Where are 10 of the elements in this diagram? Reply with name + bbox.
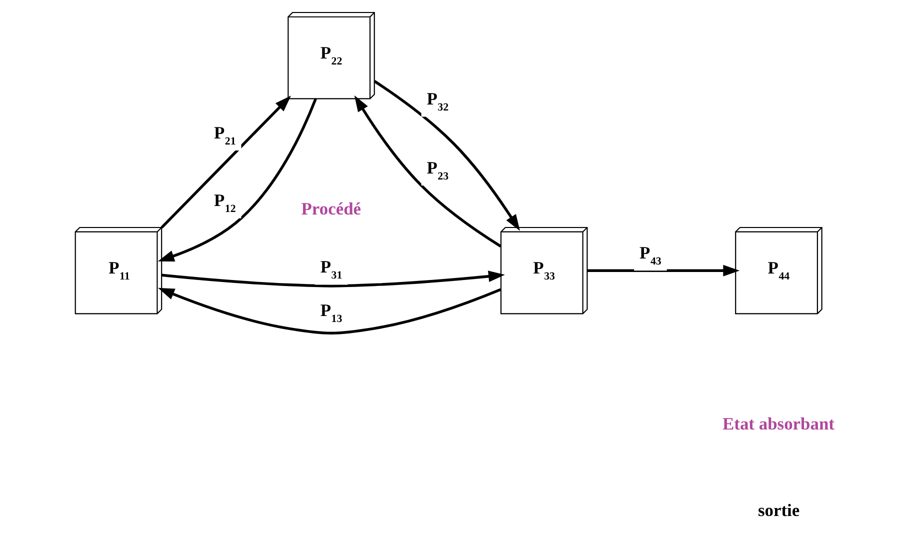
label: Procédé [301,198,362,219]
edge-label: P$_{12}$ [214,190,236,215]
label: sortie [758,500,800,520]
edge-label: P$_{21}$ [214,122,236,148]
edge-label: P$_{13}$ [320,300,342,326]
edge-label: P$_{32}$ [426,88,449,114]
edge-label: P$_{31}$ [320,256,342,282]
edge-label: P$_{23}$ [426,157,449,182]
label: Etat absorbant [722,414,835,434]
edge-label: P$_{43}$ [640,242,662,268]
